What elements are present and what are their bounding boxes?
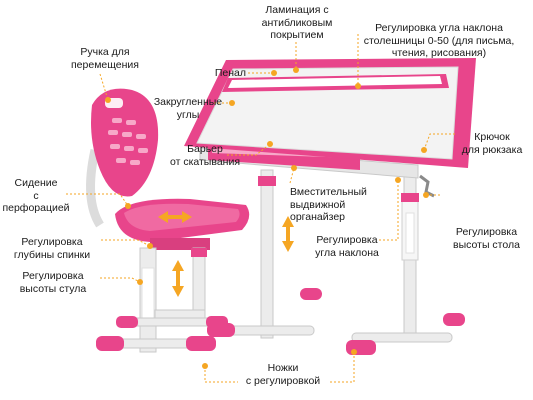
adjust-arrows: [158, 211, 294, 297]
label-perforated-seat: Сидение с перфорацией: [2, 177, 70, 214]
leader-dots: [105, 67, 429, 369]
label-pencil-case: Пенал: [214, 67, 246, 79]
label-handle: Ручка для перемещения: [71, 46, 139, 71]
chair: [86, 88, 250, 353]
label-feet: Ножки с регулировкой: [245, 362, 321, 387]
desk-height-arrow: [282, 216, 294, 252]
chair-backrest: [91, 88, 159, 197]
desk-foot-right: [351, 332, 453, 343]
desk-leg-left: [260, 169, 274, 339]
label-chair-height: Регулировка высоты стула: [19, 270, 87, 295]
label-lamination: Ламинация с антибликовым покрытием: [261, 4, 333, 41]
desk: [184, 58, 476, 355]
label-tilt-adjust: Регулировка угла наклона: [315, 234, 379, 259]
chair-height-arrow: [172, 260, 184, 297]
chair-leg-right: [192, 247, 206, 317]
label-rounded-corners: Закругленные углы: [153, 96, 223, 121]
label-tilt-range: Регулировка угла наклона столешницы 0-50…: [363, 22, 515, 59]
backpack-hook: [419, 174, 435, 198]
pencil-case: [228, 76, 442, 88]
label-organizer: Вместительный выдвижной органайзер: [290, 186, 367, 223]
label-back-depth: Регулировка глубины спинки: [13, 236, 91, 261]
label-roll-barrier: Барьер от скатывания: [169, 143, 241, 168]
depth-arrow: [158, 211, 192, 223]
label-hook: Крючок для рюкзака: [461, 131, 523, 156]
label-desk-height: Регулировка высоты стола: [453, 226, 520, 251]
